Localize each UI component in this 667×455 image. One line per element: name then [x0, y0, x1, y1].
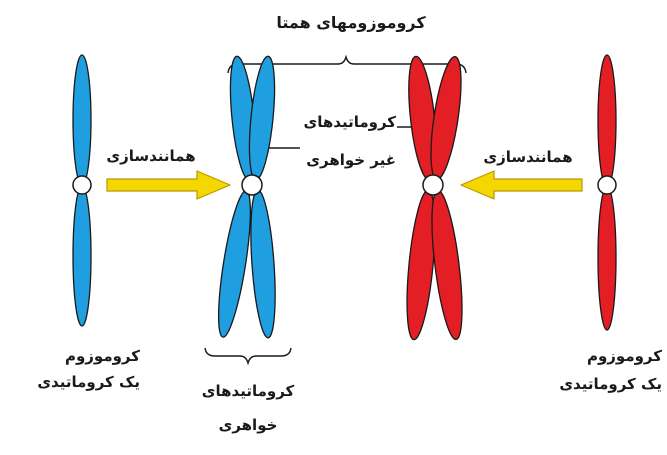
left-single-lower-arm [72, 185, 92, 327]
red-duplicated-chromosome [406, 55, 463, 341]
blue-chromatid-lower-left [217, 190, 252, 338]
right-single-centromere [597, 175, 617, 195]
non-sister-label-line2: غیر خواهری [306, 151, 396, 169]
left-single-label-line1: کروموزوم [64, 347, 140, 365]
left-replication-arrow [106, 170, 231, 200]
right-single-lower-arm [597, 185, 617, 331]
sister-label-line2: خواهری [218, 416, 278, 434]
sister-chromatids-brace [204, 347, 292, 366]
left-single-chromosome [72, 54, 92, 327]
blue-duplicated-chromosome [217, 55, 276, 339]
right-replication-label: همانندسازی [483, 148, 573, 166]
non-sister-label-line1: کروماتیدهای [303, 113, 397, 131]
right-single-upper-arm [597, 54, 617, 188]
left-single-centromere [72, 175, 92, 195]
red-centromere [422, 174, 444, 196]
right-single-label-line1: کروموزوم [586, 347, 662, 365]
right-single-chromosome [597, 54, 617, 331]
left-replication-label: همانندسازی [106, 147, 196, 165]
left-single-label-line2: یک کروماتیدی [37, 373, 140, 391]
blue-chromatid-lower-right [250, 189, 276, 339]
left-single-upper-arm [72, 54, 92, 186]
right-replication-arrow [460, 170, 583, 200]
right-single-label-line2: یک کروماتیدی [559, 375, 662, 393]
blue-centromere [241, 174, 263, 196]
sister-label-line1: کروماتیدهای [201, 382, 295, 400]
homologous-chromosomes-title: کروموزومهای همتا [276, 13, 426, 32]
